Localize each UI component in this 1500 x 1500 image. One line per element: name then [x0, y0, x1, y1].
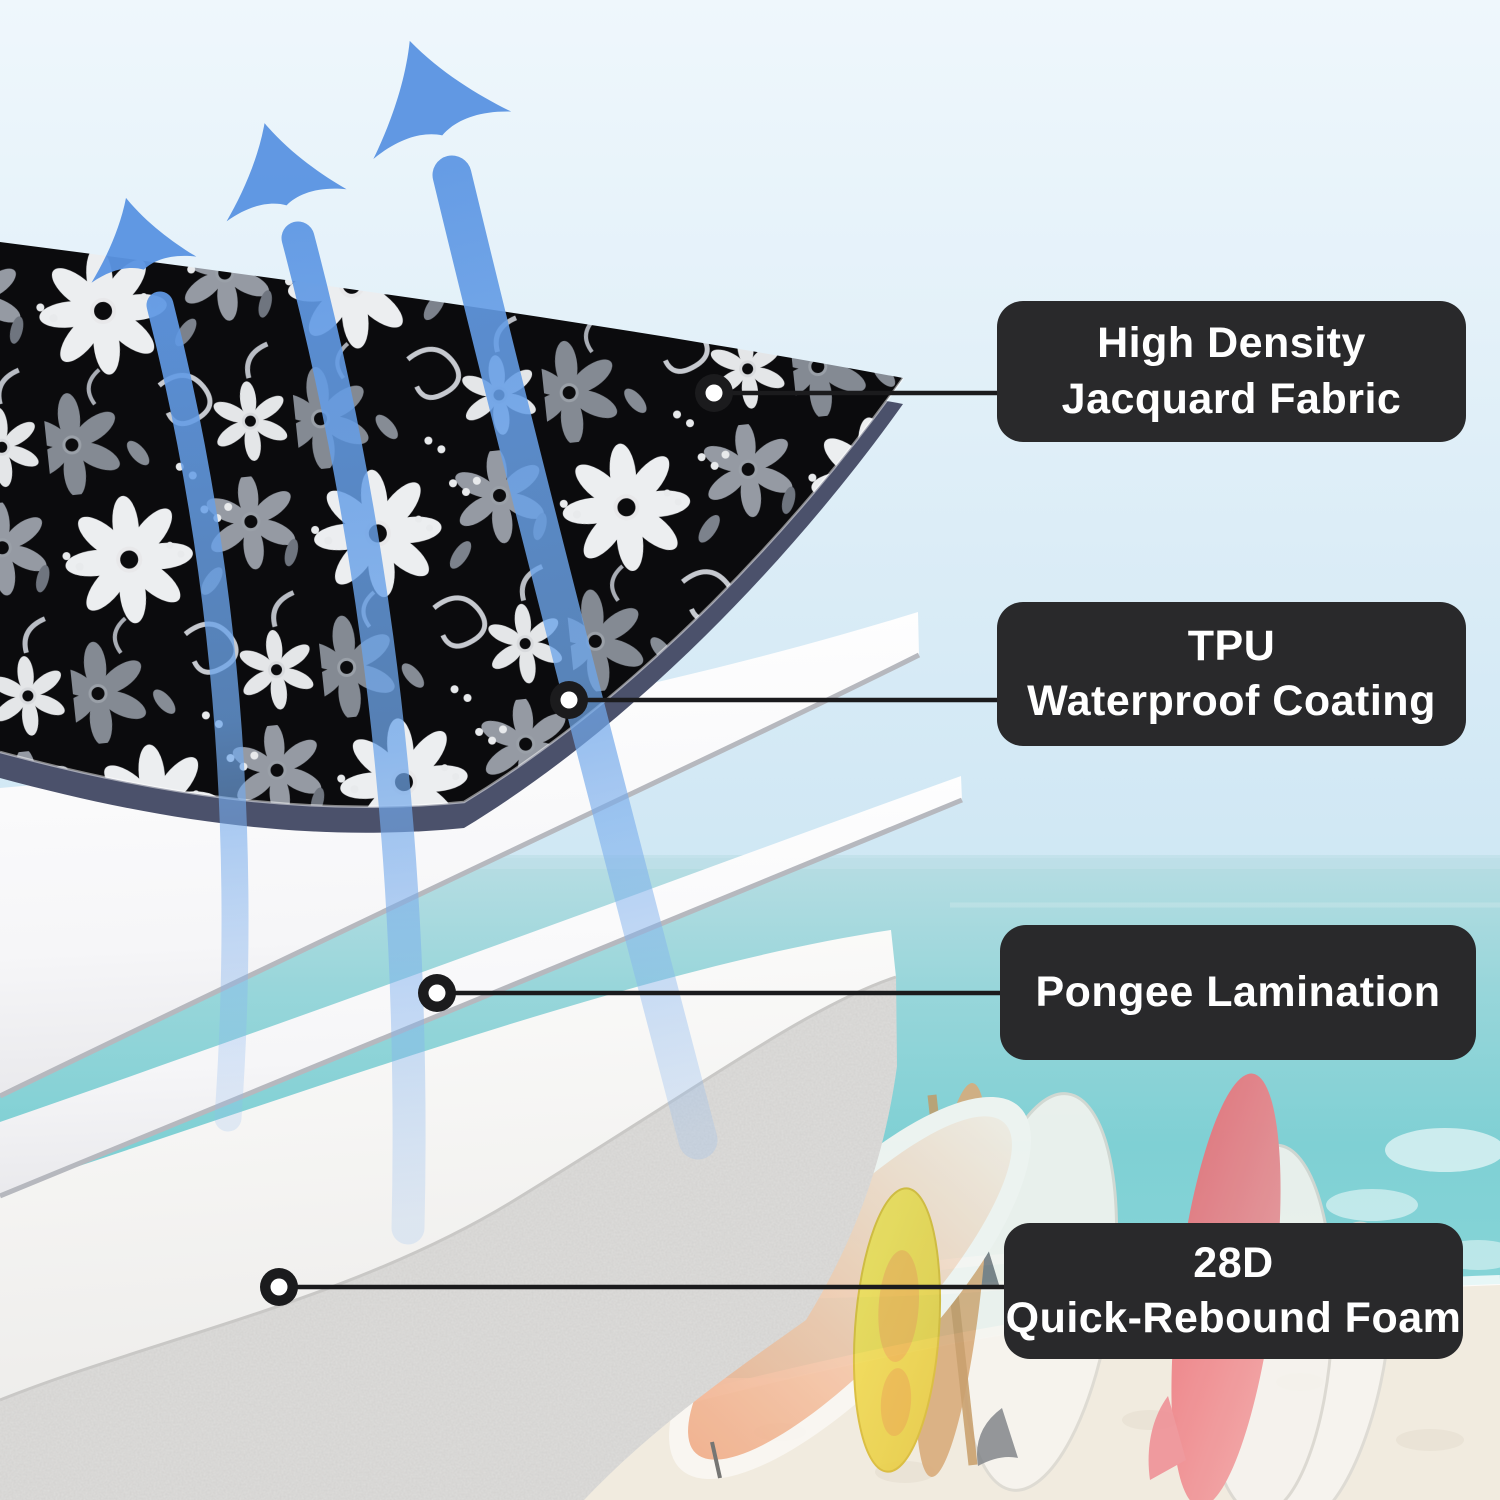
surfboard-fin	[977, 1408, 1018, 1466]
surfboard-leash	[710, 1441, 722, 1479]
callout-high-density-jacquard-fabric: High Density Jacquard Fabric	[997, 301, 1466, 442]
callout-label-line: Waterproof Coating	[1027, 677, 1436, 725]
airflow-arrow-icon	[340, 17, 718, 1160]
airflow-arrows	[73, 17, 718, 1245]
airflow-arrow-icon	[73, 184, 249, 1132]
callout-connectors	[260, 374, 1010, 1306]
callout-marker-icon	[260, 1268, 298, 1306]
surfboard-yellow	[852, 1187, 942, 1473]
callout-tpu-waterproof-coating: TPU Waterproof Coating	[997, 602, 1466, 746]
callout-label-line: TPU	[1187, 621, 1276, 670]
callout-label-line: Pongee Lamination	[1035, 967, 1441, 1016]
wave-splash	[1385, 1128, 1500, 1172]
callout-label-line: Jacquard Fabric	[1061, 374, 1402, 423]
airflow-arrow-icon	[204, 107, 426, 1245]
callout-marker-icon	[418, 974, 456, 1012]
callout-label-line: 28D	[1193, 1238, 1274, 1287]
callout-label-line: High Density	[1097, 319, 1366, 368]
callout-pongee-lamination: Pongee Lamination	[1000, 925, 1476, 1060]
callout-marker-icon	[695, 374, 733, 412]
callout-label-line: Quick-Rebound Foam	[1005, 1294, 1462, 1342]
callout-marker-icon	[550, 681, 588, 719]
surfboard-fin	[1148, 1396, 1186, 1480]
callout-28d-quick-rebound-foam: 28D Quick-Rebound Foam	[1004, 1223, 1463, 1359]
